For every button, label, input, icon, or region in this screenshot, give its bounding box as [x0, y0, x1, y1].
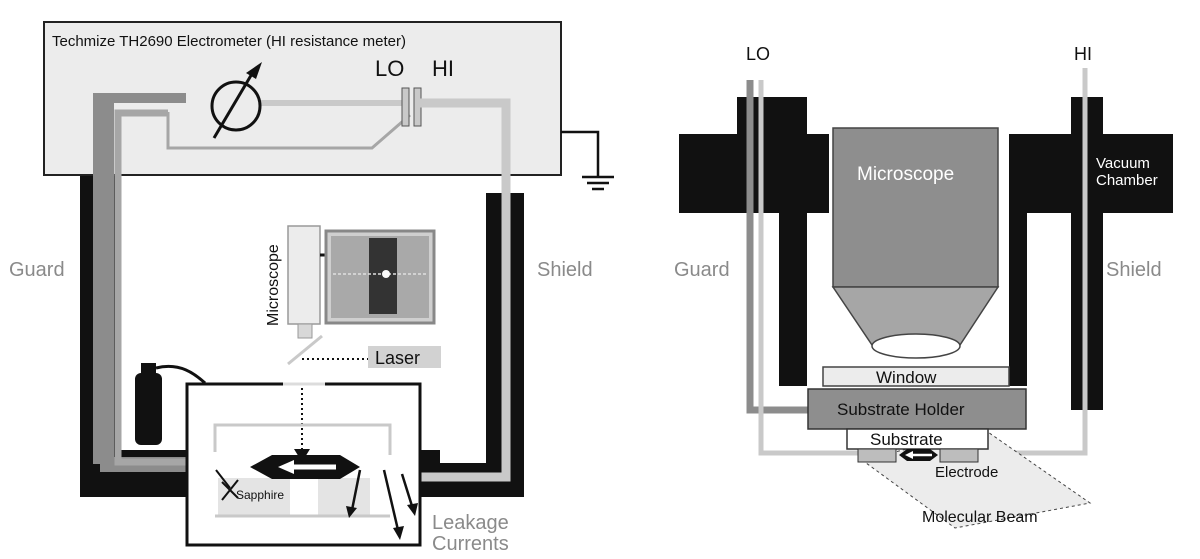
chamber-wall-right [1009, 97, 1173, 410]
chamber-wall-left [679, 97, 829, 386]
right-lo-label: LO [746, 44, 770, 64]
electrode-right [939, 448, 979, 463]
right-shield-label: Shield [1106, 259, 1162, 281]
window-panel [822, 366, 1010, 387]
right-guard-cable [746, 80, 808, 414]
hi-terminal-plate [413, 87, 422, 127]
substrate-holder-right [318, 478, 370, 516]
left-guard-label: Guard [9, 259, 65, 281]
sample-current-arrowhead [278, 460, 294, 474]
substrate-holder [807, 388, 1027, 430]
left-guard-cable [100, 95, 220, 472]
electrometer-hi-label: HI [432, 56, 454, 81]
substrate-frame [213, 423, 392, 455]
microscope-inset-image [324, 229, 436, 325]
left-panel: Techmize TH2690 Electrometer (HI resista… [9, 21, 614, 555]
ground-icon [561, 130, 614, 191]
vacuum-chamber-label-line1: Vacuum [1096, 155, 1150, 172]
substrate-holder-left [218, 478, 290, 516]
window-label: Window [876, 368, 937, 387]
electrode-label: Electrode [935, 464, 998, 481]
right-hi-label: HI [1074, 44, 1092, 64]
right-guard-label: Guard [674, 259, 730, 281]
sapphire-label: Sapphire [236, 488, 284, 502]
right-panel: LO HI Vacuum Chamber Microscope Window S… [674, 44, 1173, 529]
electrometer-lo-label: LO [375, 56, 404, 81]
right-microscope-label: Microscope [857, 164, 954, 185]
leakage-label-line2: Currents [432, 533, 509, 555]
molecular-beam-label: Molecular Beam [922, 509, 1038, 526]
microscope-lens [297, 323, 313, 339]
substrate-holder-label: Substrate Holder [837, 400, 965, 419]
meter-internal-wire [166, 112, 411, 150]
laser-box [368, 346, 441, 368]
laser-label: Laser [375, 348, 420, 368]
right-lo-cable [758, 80, 858, 456]
left-hi-cable [415, 98, 511, 482]
left-lo-cable [114, 109, 215, 466]
right-microscope-body [832, 127, 999, 288]
electrometer-title: Techmize TH2690 Electrometer (HI resista… [52, 33, 406, 50]
lo-terminal-plate [401, 87, 410, 127]
electrode-left [857, 448, 897, 463]
left-shield-label: Shield [537, 259, 593, 281]
vacuum-chamber-label-line2: Chamber [1096, 172, 1158, 189]
microscope-body [287, 225, 321, 325]
beam-splitter [287, 334, 323, 366]
right-sample-arrowhead [905, 451, 913, 459]
microscope-label: Microscope [265, 244, 282, 326]
probe-tip [294, 449, 310, 462]
leakage-arrows [346, 469, 418, 540]
left-guard-cable-top [93, 93, 186, 464]
substrate-label: Substrate [870, 430, 943, 449]
ammeter-icon [210, 62, 262, 139]
leakage-label-line1: Leakage [432, 512, 509, 534]
gas-cylinder-icon [135, 363, 207, 445]
right-microscope-lens [871, 333, 961, 359]
blocked-leakage-icon [215, 469, 239, 501]
